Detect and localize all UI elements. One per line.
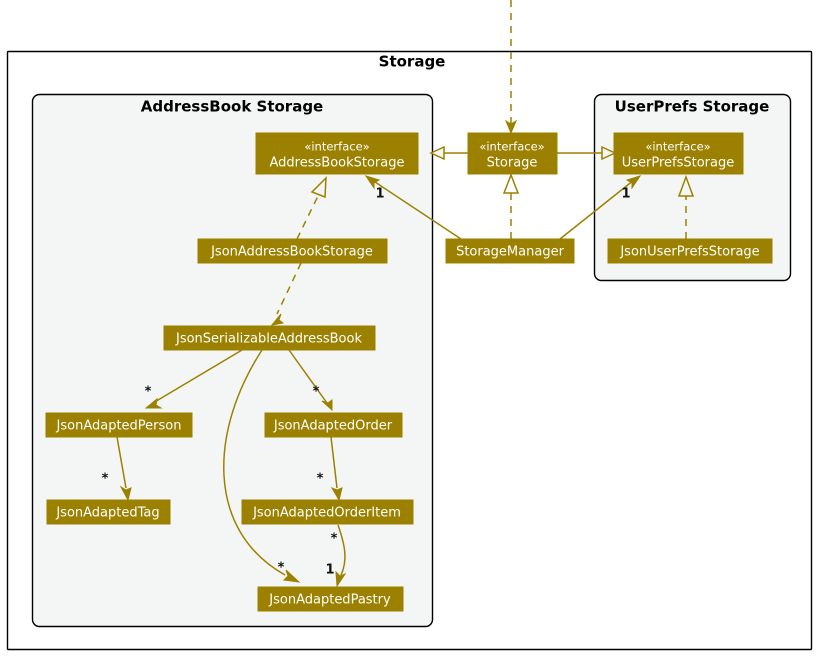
edge-jsonserializable-to-jsonadaptedperson bbox=[144, 349, 243, 409]
edge-external-to-storage bbox=[504, 0, 518, 135]
multiplicity-userprefsstorage: 1 bbox=[621, 187, 630, 202]
node-jsonadaptedorder-label: JsonAdaptedOrder bbox=[273, 419, 393, 434]
edge-jsonserializable-to-jsonadaptedorder bbox=[288, 349, 333, 412]
multiplicity-order: * bbox=[313, 385, 320, 400]
edge-storagemanager-to-userprefsstorage bbox=[559, 175, 642, 240]
node-jsonadaptedpastry[interactable]: JsonAdaptedPastry bbox=[257, 586, 404, 612]
multiplicity-person: * bbox=[145, 385, 152, 400]
multiplicity-pastry-star-right: * bbox=[331, 532, 338, 547]
node-storagemanager-label: StorageManager bbox=[456, 245, 565, 260]
edge-jsonadaptedorderitem-to-jsonadaptedpastry bbox=[335, 524, 347, 588]
node-jsonaddressbookstorage-label: JsonAddressBookStorage bbox=[210, 245, 373, 260]
multiplicity-tag: * bbox=[102, 472, 109, 487]
multiplicity-pastry-one: 1 bbox=[325, 563, 334, 578]
multiplicity-addressbookstorage: 1 bbox=[375, 187, 384, 202]
node-jsonserializableaddressbook-box[interactable] bbox=[163, 325, 376, 351]
multiplicity-pastry-left: * bbox=[278, 561, 285, 576]
node-storagemanager[interactable]: StorageManager bbox=[445, 238, 575, 264]
node-userprefsstorage-stereotype: «interface» bbox=[645, 140, 710, 154]
node-jsonserializableaddressbook[interactable]: JsonSerializableAddressBook bbox=[163, 325, 376, 351]
multiplicity-orderitem: * bbox=[317, 472, 324, 487]
node-addressbookstorage-box[interactable] bbox=[255, 132, 419, 175]
node-addressbookstorage-label: AddressBookStorage bbox=[270, 156, 405, 171]
node-jsonadaptedorder[interactable]: JsonAdaptedOrder bbox=[264, 412, 403, 438]
node-storage-interface-box[interactable] bbox=[467, 132, 558, 175]
edge-storage-to-addressbookstorage bbox=[429, 145, 468, 161]
node-jsonadaptedorder-box[interactable] bbox=[264, 412, 403, 438]
edge-jsonserializable-to-jsonadaptedpastry bbox=[223, 349, 301, 583]
package-addressbook-storage-title: AddressBook Storage bbox=[141, 98, 323, 116]
node-storage-interface[interactable]: «interface» Storage bbox=[467, 132, 558, 175]
node-jsonaddressbookstorage[interactable]: JsonAddressBookStorage bbox=[197, 238, 388, 264]
node-jsonadaptedperson[interactable]: JsonAdaptedPerson bbox=[45, 412, 193, 438]
node-jsonadaptedtag-label: JsonAdaptedTag bbox=[55, 506, 159, 521]
node-addressbookstorage-stereotype: «interface» bbox=[304, 140, 369, 154]
package-userprefs-storage-title: UserPrefs Storage bbox=[615, 98, 770, 116]
node-storagemanager-box[interactable] bbox=[445, 238, 575, 264]
node-storage-interface-label: Storage bbox=[487, 156, 538, 171]
node-jsonadaptedpastry-box[interactable] bbox=[257, 586, 404, 612]
node-jsonaddressbookstorage-box[interactable] bbox=[197, 238, 388, 264]
edge-jsonaddressbookstorage-to-jsonserializableaddressbook bbox=[270, 262, 302, 326]
edge-jsonuserprefsstorage-to-userprefsstorage bbox=[677, 174, 695, 239]
node-userprefsstorage-label: UserPrefsStorage bbox=[622, 156, 735, 171]
node-jsonserializableaddressbook-label: JsonSerializableAddressBook bbox=[175, 332, 362, 347]
node-jsonadaptedorderitem-box[interactable] bbox=[241, 499, 414, 525]
node-jsonuserprefsstorage-box[interactable] bbox=[607, 238, 773, 264]
package-addressbook-storage-frame bbox=[31, 93, 434, 628]
node-addressbookstorage[interactable]: «interface» AddressBookStorage bbox=[255, 132, 419, 175]
edge-storagemanager-to-addressbookstorage bbox=[364, 175, 462, 240]
edge-storage-to-userprefsstorage bbox=[557, 145, 617, 161]
edge-jsonaddressbookstorage-to-addressbookstorage bbox=[296, 176, 327, 240]
node-jsonadaptedtag-box[interactable] bbox=[46, 499, 171, 525]
node-jsonadaptedperson-box[interactable] bbox=[45, 412, 193, 438]
edge-jsonadaptedperson-to-jsonadaptedtag bbox=[116, 436, 132, 502]
node-jsonadaptedorderitem-label: JsonAdaptedOrderItem bbox=[252, 506, 401, 521]
node-jsonadaptedorderitem[interactable]: JsonAdaptedOrderItem bbox=[241, 499, 414, 525]
node-jsonadaptedtag[interactable]: JsonAdaptedTag bbox=[46, 499, 171, 525]
node-userprefsstorage[interactable]: «interface» UserPrefsStorage bbox=[613, 132, 744, 175]
node-userprefsstorage-box[interactable] bbox=[613, 132, 744, 175]
edge-storagemanager-to-storage bbox=[502, 172, 520, 239]
node-jsonadaptedpastry-label: JsonAdaptedPastry bbox=[268, 593, 391, 608]
edge-jsonadaptedorder-to-jsonadaptedorderitem bbox=[330, 436, 343, 502]
node-jsonuserprefsstorage-label: JsonUserPrefsStorage bbox=[619, 245, 759, 260]
node-jsonadaptedperson-label: JsonAdaptedPerson bbox=[56, 419, 182, 434]
package-storage-title: Storage bbox=[379, 53, 446, 71]
node-storage-interface-stereotype: «interface» bbox=[479, 140, 544, 154]
node-jsonuserprefsstorage[interactable]: JsonUserPrefsStorage bbox=[607, 238, 773, 264]
